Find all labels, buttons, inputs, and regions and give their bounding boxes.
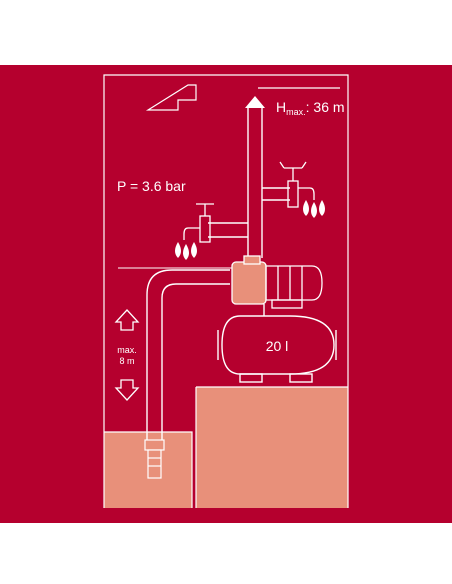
max-head-label: Hmax.: 36 m	[276, 99, 345, 117]
max-depth-line1: max.	[117, 345, 137, 355]
water-drop-icon	[175, 242, 197, 260]
foot-valve	[144, 439, 165, 479]
building-outline	[103, 74, 349, 508]
max-head-prefix: H	[276, 99, 287, 115]
faucet-icon	[279, 161, 315, 208]
arrow-up-icon	[114, 309, 140, 331]
arrow-down-icon	[114, 379, 140, 401]
tank-volume-label: 20 l	[265, 338, 289, 354]
suction-pipe	[146, 269, 230, 440]
roof-step	[145, 84, 197, 111]
pressure-tank	[217, 315, 337, 383]
max-depth-line2: 8 m	[119, 356, 135, 366]
pump	[231, 255, 323, 309]
pressure-label: P = 3.6 bar	[117, 178, 186, 194]
max-head-value: : 36 m	[305, 99, 345, 115]
delivery-pipe	[208, 108, 290, 258]
faucet-icon	[183, 203, 214, 243]
max-head-subscript: max.	[286, 107, 306, 117]
arrow-up-icon	[245, 96, 265, 108]
ground-block	[196, 387, 348, 508]
water-drop-icon	[303, 200, 325, 218]
max-depth-label: max. 8 m	[113, 345, 141, 367]
